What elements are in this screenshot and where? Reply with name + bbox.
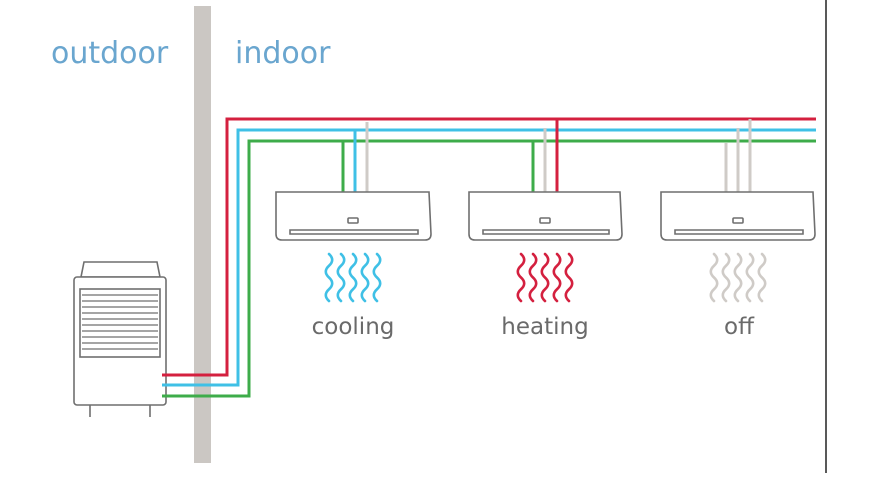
- indoor-unit-cooling-vent: [289, 229, 419, 235]
- indoor-unit-cooling: [275, 191, 432, 241]
- mode-label-off: off: [724, 314, 755, 340]
- heating-airflow-waves: [516, 252, 574, 303]
- outdoor-label: outdoor: [51, 36, 169, 71]
- airflow-wave: [528, 252, 538, 303]
- airflow-wave: [336, 252, 346, 303]
- airflow-wave: [709, 252, 719, 303]
- off-airflow-waves: [709, 252, 767, 303]
- cooling-airflow-waves: [324, 252, 382, 303]
- unit-1-pipe-drops: [341, 122, 369, 192]
- indoor-unit-off-vent: [674, 229, 804, 235]
- indoor-unit-heating-vent: [482, 229, 610, 235]
- airflow-wave: [360, 252, 370, 303]
- mode-label-cooling: cooling: [312, 314, 395, 340]
- indoor-unit-cooling-display: [347, 217, 359, 224]
- outdoor-unit: [73, 261, 167, 417]
- airflow-wave: [324, 252, 334, 303]
- airflow-wave: [745, 252, 755, 303]
- indoor-unit-heating-display: [539, 217, 551, 224]
- indoor-unit-heating: [468, 191, 623, 241]
- unit-3-pipe-drops: [724, 119, 752, 192]
- pipe-green: [162, 139, 816, 398]
- mode-label-heating: heating: [501, 314, 588, 340]
- indoor-unit-off-display: [732, 217, 744, 224]
- indoor-unit-off: [660, 191, 816, 241]
- airflow-wave: [552, 252, 562, 303]
- airflow-wave: [733, 252, 743, 303]
- airflow-wave: [372, 252, 382, 303]
- airflow-wave: [757, 252, 767, 303]
- airflow-wave: [564, 252, 574, 303]
- pipe-blue: [162, 128, 816, 387]
- unit-2-pipe-drops: [531, 119, 559, 192]
- pipe-red: [162, 117, 816, 377]
- outdoor-unit-top: [80, 261, 161, 278]
- airflow-wave: [348, 252, 358, 303]
- airflow-wave: [721, 252, 731, 303]
- airflow-wave: [516, 252, 526, 303]
- indoor-label: indoor: [235, 36, 331, 71]
- airflow-wave: [540, 252, 550, 303]
- outdoor-unit-grille: [79, 288, 161, 358]
- outdoor-unit-grille-slats: [82, 294, 158, 350]
- wall: [194, 6, 211, 463]
